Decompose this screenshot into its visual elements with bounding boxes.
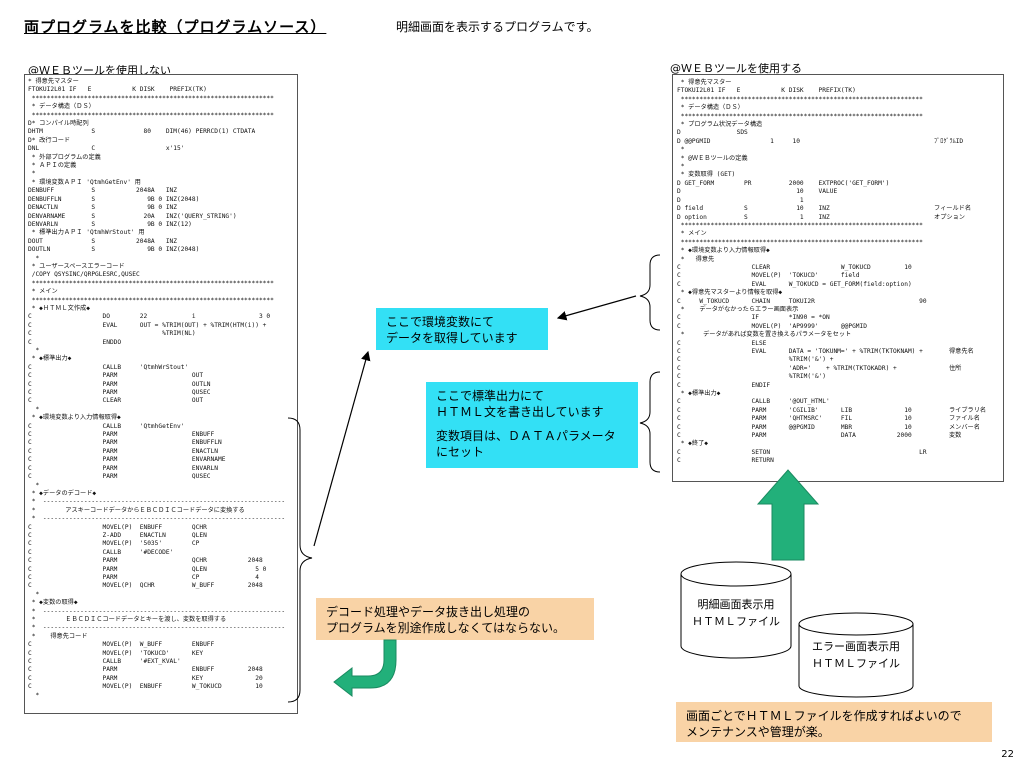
left-code-panel: * 得意先マスター FTOKUI2L01 IF E K DISK PREFIX(…: [24, 74, 298, 714]
right-code-listing: * 得意先マスター FTOKUI2L01 IF E K DISK PREFIX(…: [677, 79, 987, 465]
left-code-bracket: [287, 417, 313, 703]
left-to-env-arrow: [313, 350, 371, 547]
right-stdout-bracket: [639, 371, 661, 473]
detail-cylinder-line2: ＨＴＭＬファイル: [692, 615, 780, 628]
benefit-callout: 画面ごとでＨＴＭＬファイルを作成すればよいので メンテナンスや管理が楽。: [676, 702, 992, 742]
decode-callout: デコード処理やデータ抜き出し処理の プログラムを別途作成しなくてはならない。: [316, 598, 594, 640]
error-cylinder-line1: エラー画面表示用: [812, 640, 900, 653]
stdout-callout-line3: 変数項目は、ＤＡＴＡパラメータ: [436, 429, 616, 443]
detail-cylinder-line1: 明細画面表示用: [697, 598, 775, 611]
benefit-callout-line1: 画面ごとでＨＴＭＬファイルを作成すればよいので: [686, 709, 962, 723]
detail-cylinder-label: 明細画面表示用 ＨＴＭＬファイル: [680, 596, 792, 630]
detail-html-file-cylinder: 明細画面表示用 ＨＴＭＬファイル: [680, 560, 792, 660]
page-subtitle: 明細画面を表示するプログラムです。: [396, 20, 599, 34]
env-callout-line2: データを取得しています: [386, 331, 518, 345]
up-green-arrow: [756, 469, 820, 561]
benefit-callout-line2: メンテナンスや管理が楽。: [686, 725, 830, 739]
env-callout-line1: ここで環境変数にて: [386, 315, 495, 329]
stdout-callout: ここで標準出力にて ＨＴＭＬ文を書き出しています 変数項目は、ＤＡＴＡパラメータ…: [426, 382, 638, 468]
error-cylinder-line2: ＨＴＭＬファイル: [812, 657, 900, 670]
detail-cylinder-shape: [680, 561, 792, 659]
right-section-heading: @ＷＥＢツールを使用する: [670, 62, 802, 75]
env-callout: ここで環境変数にて データを取得しています: [376, 308, 548, 350]
decode-callout-line2: プログラムを別途作成しなくてはならない。: [326, 621, 566, 635]
error-cylinder-label: エラー画面表示用 ＨＴＭＬファイル: [798, 638, 914, 672]
curved-green-arrow: [333, 639, 397, 698]
stdout-callout-line1: ここで標準出力にて: [436, 389, 545, 403]
page-number: 22: [1001, 749, 1014, 760]
right-env-bracket: [639, 254, 661, 331]
error-html-file-cylinder: エラー画面表示用 ＨＴＭＬファイル: [798, 612, 914, 698]
left-code-listing: * 得意先マスター FTOKUI2L01 IF E K DISK PREFIX(…: [28, 78, 286, 699]
left-section-heading: @ＷＥＢツールを使用しない: [28, 64, 171, 77]
page-title: 両プログラムを比較（プログラムソース）: [24, 18, 327, 36]
stdout-callout-line2: ＨＴＭＬ文を書き出しています: [436, 405, 604, 419]
error-cylinder-shape: [798, 612, 914, 698]
stdout-callout-line4: にセット: [436, 445, 485, 459]
right-to-env-arrow: [556, 295, 637, 321]
decode-callout-line1: デコード処理やデータ抜き出し処理の: [326, 605, 531, 619]
right-code-panel: * 得意先マスター FTOKUI2L01 IF E K DISK PREFIX(…: [672, 74, 1004, 482]
